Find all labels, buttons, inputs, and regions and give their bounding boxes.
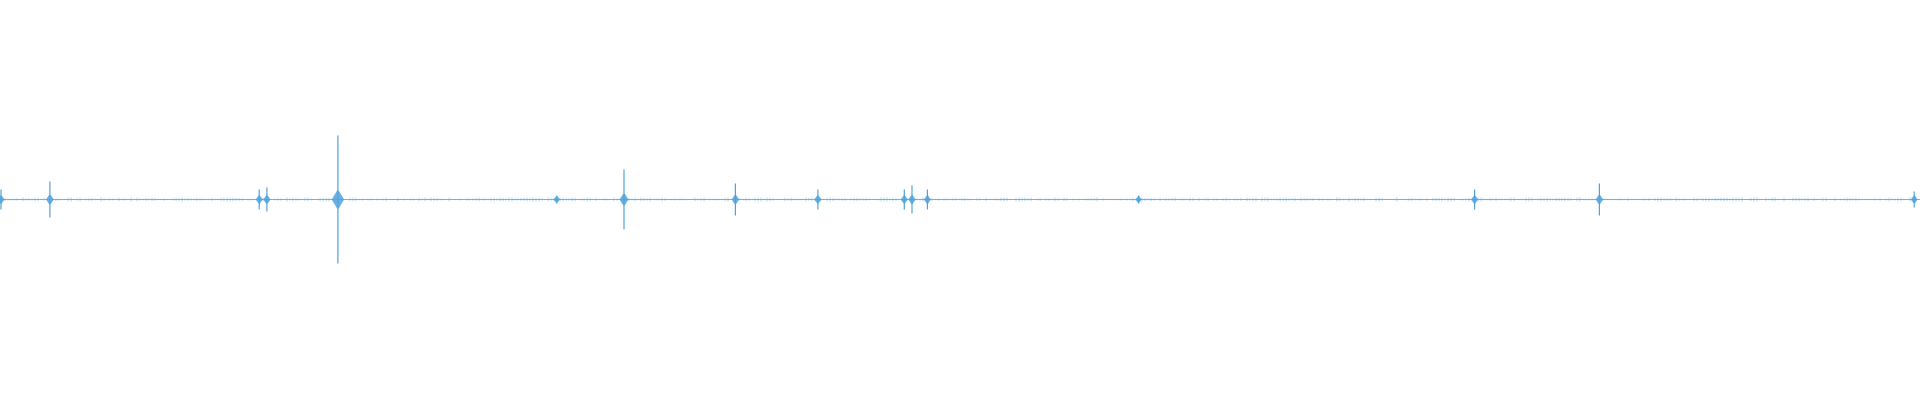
waveform-peak-body xyxy=(1910,194,1918,205)
waveform-peak-body xyxy=(900,194,908,205)
waveform-peak-body xyxy=(908,194,916,205)
waveform-peak-body xyxy=(731,193,740,206)
waveform-peak-body xyxy=(619,192,629,207)
waveform-peak-body xyxy=(255,194,263,205)
waveform-peak-body xyxy=(1595,193,1604,206)
waveform-peak-body xyxy=(263,194,271,205)
waveform-peak-body xyxy=(923,194,931,205)
waveform-noise xyxy=(1,197,1917,202)
